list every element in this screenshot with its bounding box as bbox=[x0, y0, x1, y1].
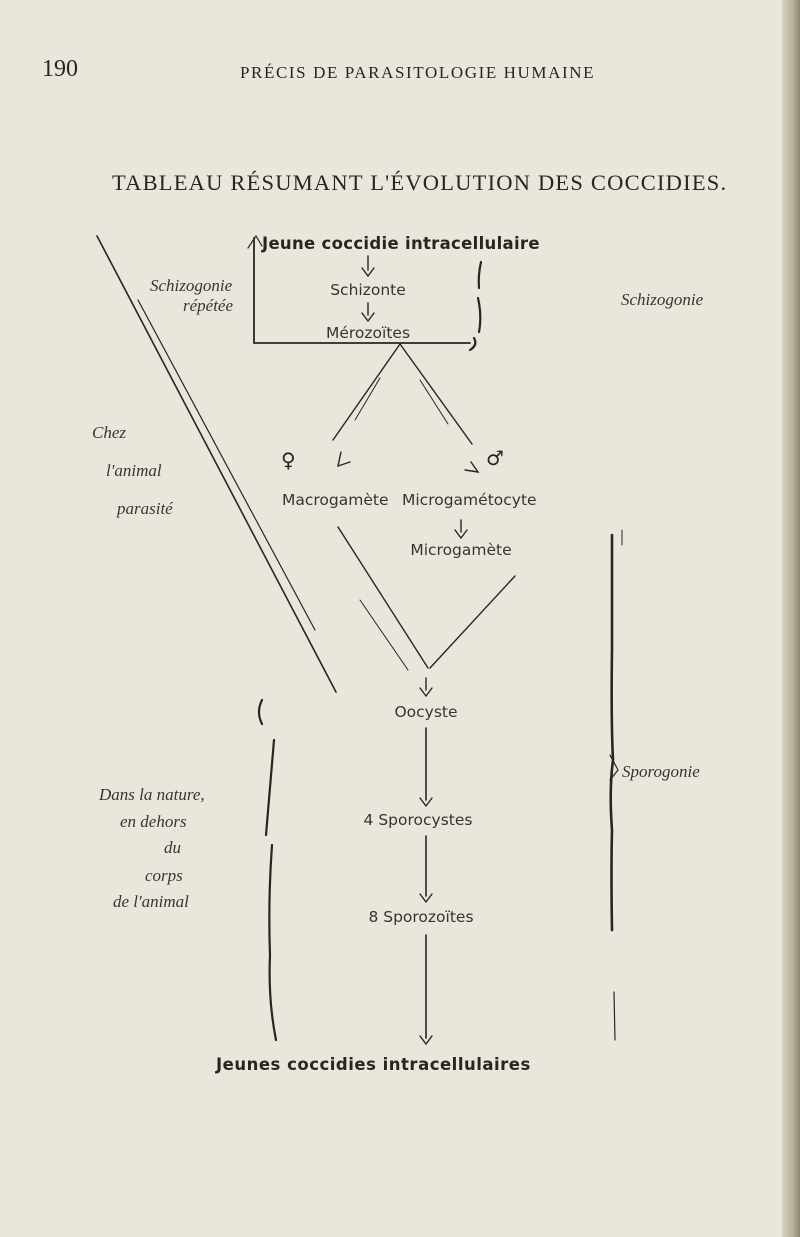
outside-line5: de l'animal bbox=[113, 892, 189, 911]
box-right-bracket bbox=[468, 260, 483, 352]
schizogonie-repetee-line1: Schizogonie bbox=[150, 276, 233, 295]
running-title: PRÉCIS DE PARASITOLOGIE HUMAINE bbox=[240, 63, 596, 82]
sporozoites-label: 8 Sporozoïtes bbox=[368, 908, 474, 926]
host-line2: l'animal bbox=[106, 461, 162, 480]
sporogonie-label: Sporogonie bbox=[622, 762, 700, 781]
tent-right bbox=[399, 343, 473, 445]
sporogonie-bracket bbox=[609, 533, 615, 932]
fertilisation-left bbox=[337, 526, 429, 669]
male-symbol: ♂ bbox=[486, 446, 504, 470]
bottom-heading: Jeunes coccidies intracellulaires bbox=[216, 1055, 531, 1074]
host-line3: parasité bbox=[117, 499, 173, 518]
page-title: TABLEAU RÉSUMANT L'ÉVOLUTION DES COCCIDI… bbox=[112, 170, 728, 195]
page-edge bbox=[782, 0, 800, 1237]
tent-left bbox=[332, 343, 401, 441]
nature-bracket bbox=[257, 698, 278, 1042]
outside-line2: en dehors bbox=[120, 812, 187, 831]
macrogamete-label: Macrogamète bbox=[282, 491, 389, 509]
left-diagonal bbox=[96, 235, 337, 693]
left-diagonal-inner bbox=[137, 299, 316, 631]
schizogonie-label: Schizogonie bbox=[621, 290, 704, 309]
microgametocyte-label: Microgamétocyte bbox=[402, 491, 537, 509]
box-corner-arrow bbox=[247, 234, 263, 249]
fertilisation-right bbox=[429, 575, 516, 669]
outside-line4: corps bbox=[145, 866, 183, 885]
schizonte-label: Schizonte bbox=[330, 281, 406, 299]
schizogonie-repetee-line2: répétée bbox=[183, 296, 234, 315]
outside-line1: Dans la nature, bbox=[99, 785, 205, 804]
page-number: 190 bbox=[42, 56, 78, 82]
host-line1: Chez bbox=[92, 423, 126, 442]
outside-line3: du bbox=[164, 838, 181, 857]
box-heading: Jeune coccidie intracellulaire bbox=[262, 234, 540, 253]
microgamete-label: Microgamète bbox=[410, 541, 512, 559]
merozoites-label: Mérozoïtes bbox=[325, 324, 411, 342]
sporocystes-label: 4 Sporocystes bbox=[363, 811, 473, 829]
oocyste-label: Oocyste bbox=[394, 703, 458, 721]
female-symbol: ♀ bbox=[281, 448, 296, 472]
